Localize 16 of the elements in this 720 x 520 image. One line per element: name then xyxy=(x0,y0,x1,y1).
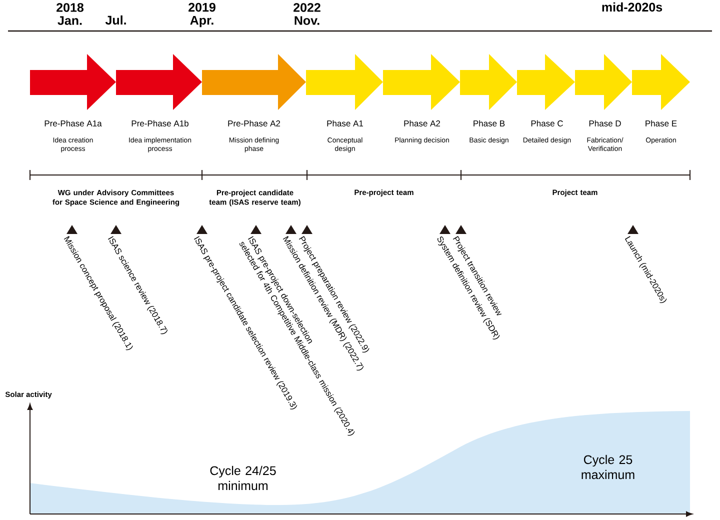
date-label: 2019 Apr. xyxy=(188,2,216,28)
date-label: Jul. xyxy=(105,15,126,25)
node-label: Phase E xyxy=(646,120,677,126)
node-label: Phase A1 xyxy=(327,120,364,126)
date-label: 2018 Jan. xyxy=(56,3,84,25)
node-label: Pre-Phase A1b xyxy=(132,120,188,126)
node-label: Pre-Phase A2 xyxy=(228,120,280,126)
node-label: Phase C xyxy=(531,120,563,126)
node-label: Phase D xyxy=(589,120,621,126)
date-label: mid-2020s xyxy=(602,2,662,12)
cycle-label: Cycle 25 maximum xyxy=(582,454,634,480)
node-label: Phase A2 xyxy=(404,120,440,126)
cycle-label: Cycle 24/25 minimum xyxy=(210,466,276,490)
date-label: 2022 Nov. xyxy=(294,3,320,25)
node-label: Pre-Phase A1a xyxy=(44,120,102,126)
node-label: Phase B xyxy=(474,120,505,126)
